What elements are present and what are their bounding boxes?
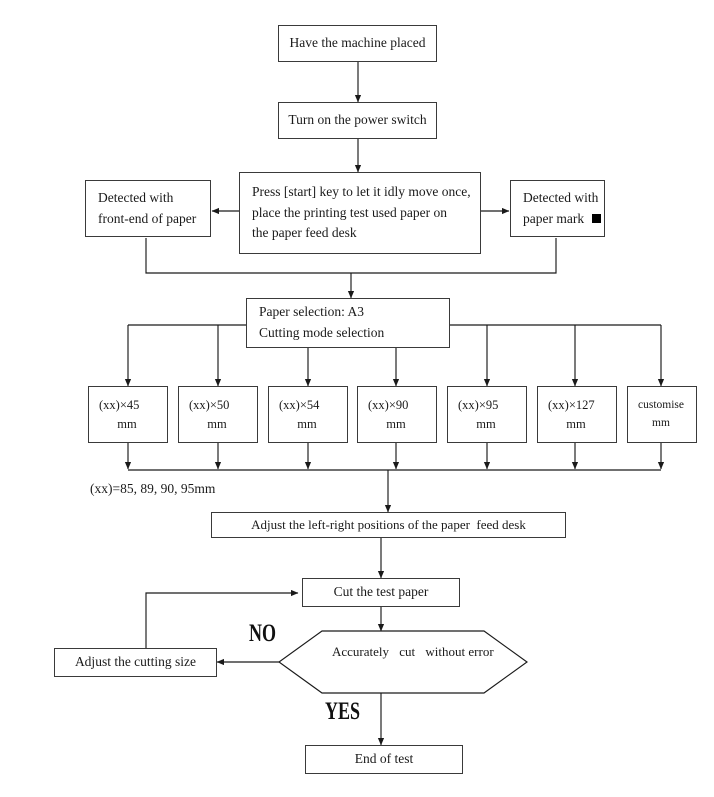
node-turn-on-power[interactable]: Turn on the power switch xyxy=(278,102,437,139)
node-press-start-key[interactable]: Press [start] key to let it idly move on… xyxy=(239,172,481,254)
node-detected-front-end-of-paper[interactable]: Detected with front-end of paper xyxy=(85,180,211,237)
size-option-dimension: (xx)×95 xyxy=(458,397,499,412)
node-size-option[interactable]: (xx)×127 mm xyxy=(537,386,617,443)
node-label-line1: Detected with xyxy=(98,189,174,205)
size-option-unit: mm xyxy=(566,416,586,431)
node-label-line2: front-end of paper xyxy=(98,210,197,226)
node-label: End of test xyxy=(354,751,414,767)
node-size-option[interactable]: (xx)×45 mm xyxy=(88,386,168,443)
node-label: Have the machine placed xyxy=(289,35,426,51)
decision-label-line1: Accurately cut without xyxy=(332,644,466,659)
size-option-unit: mm xyxy=(386,416,406,431)
node-adjust-the-cutting-size[interactable]: Adjust the cutting size xyxy=(54,648,217,677)
size-option-unit: mm xyxy=(207,416,227,431)
size-option-dimension: (xx)×50 xyxy=(189,397,230,412)
node-cut-the-test-paper[interactable]: Cut the test paper xyxy=(302,578,460,607)
branch-label-yes: YES xyxy=(325,698,361,725)
size-option-dimension: (xx)×45 xyxy=(99,397,140,412)
decision-label-line2: error xyxy=(468,644,494,659)
node-adjust-left-right-positions[interactable]: Adjust the left-right positions of the p… xyxy=(211,512,566,538)
decision-hexagon-shape xyxy=(278,630,528,694)
node-label: Adjust the cutting size xyxy=(74,654,197,670)
node-label-line3: the paper feed desk xyxy=(252,225,357,241)
node-detected-paper-mark[interactable]: Detected with paper mark xyxy=(510,180,605,237)
node-size-option[interactable]: (xx)×54 mm xyxy=(268,386,348,443)
node-end-of-test[interactable]: End of test xyxy=(305,745,463,774)
node-label: Cut the test paper xyxy=(333,584,429,600)
size-option-unit: mm xyxy=(117,416,137,431)
size-option-dimension: (xx)×90 xyxy=(368,397,409,412)
node-label: Adjust the left-right positions of the p… xyxy=(251,517,526,533)
node-label-line2: paper mark xyxy=(523,209,604,230)
node-label: Turn on the power switch xyxy=(288,112,427,128)
size-option-unit: mm xyxy=(476,416,496,431)
node-label-line2-text: paper mark xyxy=(523,210,585,226)
node-label-line2: place the printing test used paper on xyxy=(252,204,447,220)
size-option-dimension: (xx)×127 xyxy=(548,397,595,412)
node-have-machine-placed[interactable]: Have the machine placed xyxy=(278,25,437,62)
node-label-line1: Paper selection: A3 xyxy=(259,304,364,320)
paper-mark-square-icon xyxy=(592,213,602,223)
size-option-unit: mm xyxy=(297,416,317,431)
node-label-line1: Press [start] key to let it idly move on… xyxy=(252,184,471,200)
node-label-line2: Cutting mode selection xyxy=(259,325,385,340)
xx-legend-note: (xx)=85, 89, 90, 95mm xyxy=(90,481,216,496)
branch-label-no: NO xyxy=(249,620,276,647)
node-size-option-customise[interactable]: customise mm xyxy=(627,386,697,443)
size-option-unit: mm xyxy=(652,416,670,429)
decision-label: Accurately cut without error xyxy=(332,642,512,663)
node-size-option[interactable]: (xx)×90 mm xyxy=(357,386,437,443)
node-size-option[interactable]: (xx)×95 mm xyxy=(447,386,527,443)
node-decision-accurately-cut[interactable]: Accurately cut without error xyxy=(278,630,528,694)
node-paper-selection[interactable]: Paper selection: A3 Cutting mode selecti… xyxy=(246,298,450,348)
node-label-line1: Detected with xyxy=(523,189,599,205)
size-option-dimension: (xx)×54 xyxy=(279,397,320,412)
node-size-option[interactable]: (xx)×50 mm xyxy=(178,386,258,443)
size-option-dimension: customise xyxy=(638,399,684,412)
